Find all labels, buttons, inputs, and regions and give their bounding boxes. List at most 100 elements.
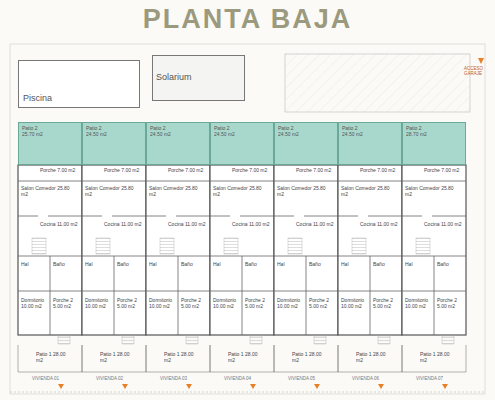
wall bbox=[176, 216, 210, 217]
wall bbox=[18, 345, 19, 372]
patio-band: Patio 2 28.70 m2 bbox=[402, 122, 466, 165]
wall bbox=[178, 256, 179, 335]
room-label: Dormitorio 10.00 m2 bbox=[341, 298, 369, 310]
room-label: Dormitorio 10.00 m2 bbox=[277, 298, 305, 310]
room-label: Cocina 11.00 m2 bbox=[296, 222, 334, 228]
wall bbox=[18, 372, 466, 373]
access-label: ACCESO GARAJE bbox=[464, 66, 490, 76]
room-label: Cocina 11.00 m2 bbox=[40, 222, 78, 228]
room-label: Baño bbox=[309, 262, 335, 268]
room-label: Patio 1 28.00 m2 bbox=[292, 352, 328, 364]
room-label: Hal bbox=[85, 262, 111, 268]
room-label: Porche 2 5.00 m2 bbox=[117, 298, 144, 310]
room-label: Salon Comedor 25.80 m2 bbox=[341, 186, 391, 198]
room-label: Baño bbox=[245, 262, 271, 268]
house-outline bbox=[338, 165, 402, 335]
wall bbox=[210, 181, 274, 182]
room-label: Dormitorio 10.00 m2 bbox=[85, 298, 113, 310]
wall bbox=[274, 181, 338, 182]
room-label: Porche 7.00 m2 bbox=[40, 168, 78, 174]
room-label: Porche 7.00 m2 bbox=[360, 168, 398, 174]
patio-band: Patio 2 24.50 m2 bbox=[82, 122, 146, 165]
wall bbox=[82, 181, 146, 182]
room-label: Cocina 11.00 m2 bbox=[168, 222, 206, 228]
room-name: Patio 2 24.50 m2 bbox=[150, 126, 178, 137]
wall bbox=[338, 181, 402, 182]
wall bbox=[82, 216, 102, 217]
wall bbox=[48, 216, 82, 217]
wall bbox=[114, 256, 115, 335]
room-label: Porche 2 5.00 m2 bbox=[53, 298, 80, 310]
stair bbox=[224, 238, 238, 254]
room-name: Patio 2 24.50 m2 bbox=[86, 126, 114, 137]
wall bbox=[274, 216, 294, 217]
wall bbox=[274, 345, 275, 372]
wall bbox=[210, 216, 230, 217]
unit-label: VIVIENDA 04 bbox=[224, 376, 264, 381]
room-label: Baño bbox=[117, 262, 143, 268]
wall bbox=[50, 256, 51, 335]
unit-label: VIVIENDA 05 bbox=[288, 376, 328, 381]
unit-label: VIVIENDA 07 bbox=[416, 376, 456, 381]
entry-steps bbox=[314, 336, 326, 344]
wall bbox=[338, 216, 358, 217]
room-label: Dormitorio 10.00 m2 bbox=[405, 298, 433, 310]
entry-steps bbox=[378, 336, 390, 344]
access-marker bbox=[250, 384, 256, 389]
room-label: Hal bbox=[277, 262, 303, 268]
access-marker bbox=[478, 58, 484, 64]
wall bbox=[370, 256, 371, 335]
house-walls bbox=[18, 165, 466, 389]
room-label: Dormitorio 10.00 m2 bbox=[213, 298, 241, 310]
room-name: Patio 2 25.70 m2 bbox=[22, 126, 50, 137]
room-label: Porche 7.00 m2 bbox=[232, 168, 270, 174]
room-label: Porche 2 5.00 m2 bbox=[309, 298, 336, 310]
entry-steps bbox=[122, 336, 134, 344]
room-label: Patio 1 28.00 m2 bbox=[100, 352, 136, 364]
room-label: Salon Comedor 25.80 m2 bbox=[277, 186, 327, 198]
patio-band: Patio 2 24.50 m2 bbox=[210, 122, 274, 165]
room-label: Patio 1 28.00 m2 bbox=[356, 352, 392, 364]
street-line bbox=[10, 392, 485, 393]
stair bbox=[288, 238, 302, 254]
wall bbox=[242, 256, 243, 335]
stair bbox=[96, 238, 110, 254]
room-label: Cocina 11.00 m2 bbox=[424, 222, 462, 228]
room-name: Patio 2 24.50 m2 bbox=[278, 126, 306, 137]
room-label: Baño bbox=[181, 262, 207, 268]
house-outline bbox=[18, 165, 82, 335]
wall bbox=[112, 216, 146, 217]
entry-steps bbox=[250, 336, 262, 344]
access-marker bbox=[314, 384, 320, 389]
patio-band: Patio 2 24.50 m2 bbox=[146, 122, 210, 165]
room-label: Salon Comedor 25.80 m2 bbox=[149, 186, 199, 198]
patio-band: Patio 2 24.50 m2 bbox=[338, 122, 402, 165]
room-label: Salon Comedor 25.80 m2 bbox=[85, 186, 135, 198]
room-label: Baño bbox=[373, 262, 399, 268]
room-label: Salon Comedor 25.80 m2 bbox=[405, 186, 455, 198]
title: PLANTA BAJA bbox=[0, 4, 495, 35]
pool: Piscina bbox=[18, 60, 140, 108]
entry-steps bbox=[186, 336, 198, 344]
wall bbox=[304, 216, 338, 217]
wall bbox=[18, 181, 82, 182]
room-label: Porche 7.00 m2 bbox=[104, 168, 142, 174]
wall bbox=[338, 345, 339, 372]
room-label: Hal bbox=[149, 262, 175, 268]
wall bbox=[402, 345, 403, 372]
room-label: Patio 1 28.00 m2 bbox=[36, 352, 72, 364]
area-name: Solarium bbox=[156, 73, 241, 83]
house-outline bbox=[210, 165, 274, 335]
room-label: Salon Comedor 25.80 m2 bbox=[21, 186, 71, 198]
room-name: Patio 2 24.50 m2 bbox=[214, 126, 242, 137]
wall bbox=[82, 345, 83, 372]
room-label: Porche 2 5.00 m2 bbox=[181, 298, 208, 310]
room-label: Hal bbox=[213, 262, 239, 268]
wall bbox=[146, 216, 166, 217]
wall bbox=[432, 216, 466, 217]
wall bbox=[466, 345, 467, 372]
room-label: Dormitorio 10.00 m2 bbox=[21, 298, 49, 310]
stair bbox=[416, 238, 430, 254]
stair bbox=[160, 238, 174, 254]
